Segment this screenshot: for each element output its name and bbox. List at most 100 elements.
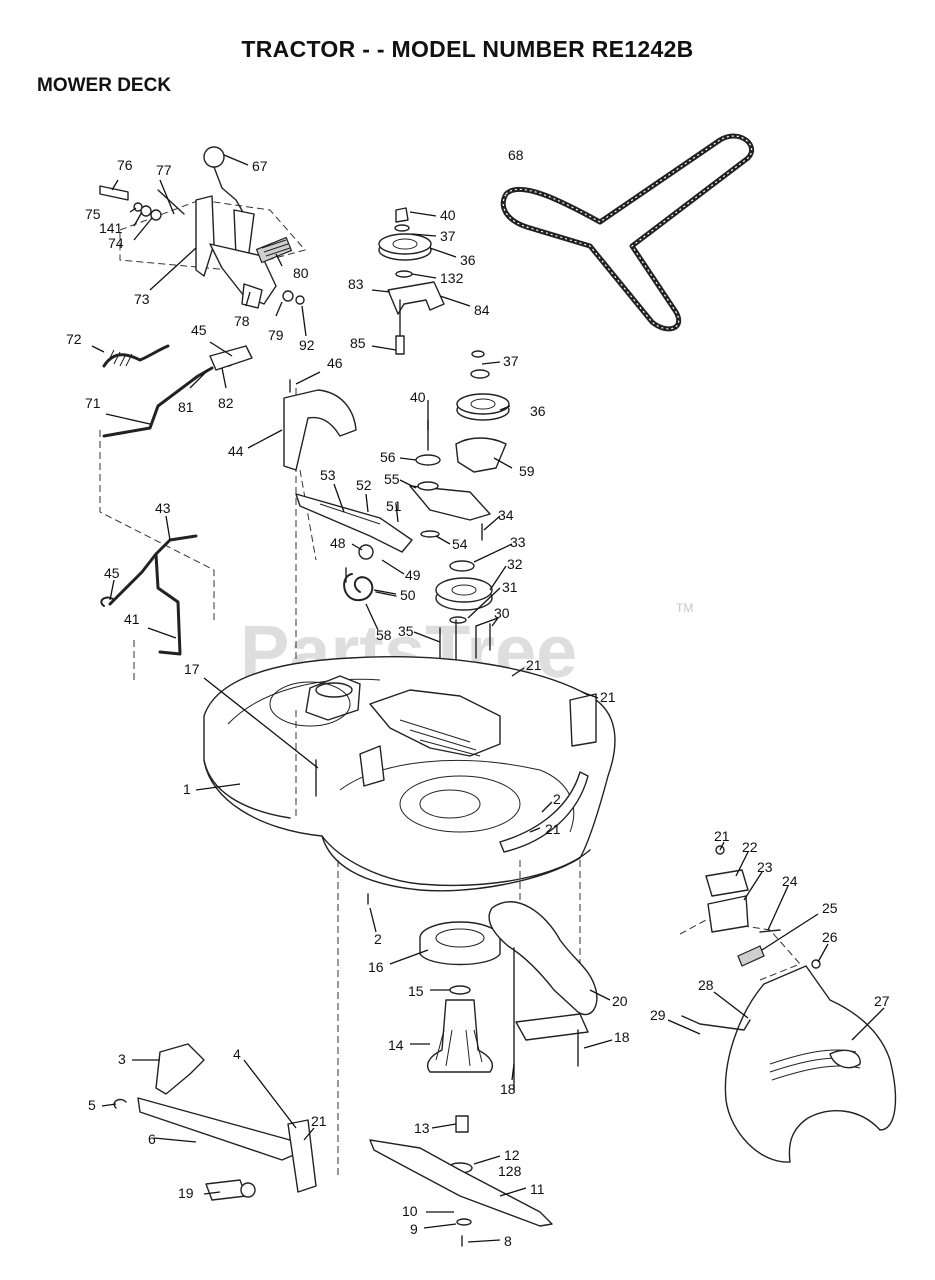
stationary-pulley-stack bbox=[435, 350, 510, 691]
callout-73: 73 bbox=[134, 291, 150, 307]
callout-17: 17 bbox=[184, 661, 200, 677]
callout-11: 11 bbox=[530, 1181, 545, 1197]
idler-arm-assembly bbox=[295, 419, 491, 602]
callout-1: 1 bbox=[183, 781, 191, 797]
callout-77: 77 bbox=[156, 162, 172, 178]
callout-21-e: 21 bbox=[311, 1113, 327, 1129]
callout-30: 30 bbox=[494, 605, 510, 621]
front-hitch-assembly bbox=[113, 1043, 317, 1201]
callout-26: 26 bbox=[822, 929, 838, 945]
callout-13: 13 bbox=[414, 1120, 430, 1136]
callout-51: 51 bbox=[386, 498, 402, 514]
under-deck-parts bbox=[337, 860, 598, 1247]
lift-arm-assembly bbox=[99, 344, 317, 704]
callout-15: 15 bbox=[408, 983, 424, 999]
callout-24: 24 bbox=[782, 873, 798, 889]
callout-22: 22 bbox=[742, 839, 758, 855]
callout-85: 85 bbox=[350, 335, 366, 351]
callout-27: 27 bbox=[874, 993, 890, 1009]
belt-cover bbox=[283, 379, 357, 471]
lever-knob bbox=[203, 146, 225, 168]
callout-75: 75 bbox=[85, 206, 101, 222]
callout-labels: 76 77 67 75 141 74 73 78 79 92 80 68 40 … bbox=[66, 147, 890, 1249]
upper-idler-pulley-stack bbox=[378, 207, 445, 355]
callout-78: 78 bbox=[234, 313, 250, 329]
callout-58: 58 bbox=[376, 627, 392, 643]
callout-31: 31 bbox=[502, 579, 518, 595]
callout-53: 53 bbox=[320, 467, 336, 483]
callout-2-a: 2 bbox=[553, 791, 561, 807]
callout-74: 74 bbox=[108, 235, 124, 251]
callout-32: 32 bbox=[507, 556, 523, 572]
callout-10: 10 bbox=[402, 1203, 418, 1219]
callout-21-b: 21 bbox=[600, 689, 616, 705]
callout-82: 82 bbox=[218, 395, 234, 411]
callout-46: 46 bbox=[327, 355, 343, 371]
callout-37-lower: 37 bbox=[503, 353, 519, 369]
callout-2-b: 2 bbox=[374, 931, 382, 947]
callout-45: 45 bbox=[191, 322, 207, 338]
callout-48: 48 bbox=[330, 535, 346, 551]
callout-20: 20 bbox=[612, 993, 628, 1009]
callout-132: 132 bbox=[440, 270, 464, 286]
callout-43: 43 bbox=[155, 500, 171, 516]
callout-6: 6 bbox=[148, 1131, 156, 1147]
callout-54: 54 bbox=[452, 536, 468, 552]
callout-55: 55 bbox=[384, 471, 400, 487]
callout-45-lower: 45 bbox=[104, 565, 120, 581]
callout-68: 68 bbox=[508, 147, 524, 163]
callout-23: 23 bbox=[757, 859, 773, 875]
callout-19: 19 bbox=[178, 1185, 194, 1201]
callout-5: 5 bbox=[88, 1097, 96, 1113]
lever-grip bbox=[255, 236, 293, 264]
callout-83: 83 bbox=[348, 276, 364, 292]
callout-41: 41 bbox=[124, 611, 140, 627]
callout-leaders bbox=[91, 154, 885, 1243]
callout-36: 36 bbox=[460, 252, 476, 268]
callout-52: 52 bbox=[356, 477, 372, 493]
lift-lever-assembly bbox=[99, 146, 306, 309]
callout-50: 50 bbox=[400, 587, 416, 603]
callout-40: 40 bbox=[440, 207, 456, 223]
section-title: MOWER DECK bbox=[37, 75, 172, 96]
callout-81: 81 bbox=[178, 399, 194, 415]
callout-80: 80 bbox=[293, 265, 309, 281]
callout-8: 8 bbox=[504, 1233, 512, 1249]
callout-12: 12 bbox=[504, 1147, 520, 1163]
callout-9: 9 bbox=[410, 1221, 418, 1237]
callout-59: 59 bbox=[519, 463, 535, 479]
callout-33: 33 bbox=[510, 534, 526, 550]
discharge-chute bbox=[679, 845, 897, 1163]
callout-141: 141 bbox=[99, 220, 123, 236]
callout-25: 25 bbox=[822, 900, 838, 916]
callout-34: 34 bbox=[498, 507, 514, 523]
callout-36-lower: 36 bbox=[530, 403, 546, 419]
callout-71: 71 bbox=[85, 395, 101, 411]
page-title: TRACTOR - - MODEL NUMBER RE1242B bbox=[241, 36, 694, 62]
callout-44: 44 bbox=[228, 443, 244, 459]
drive-belt bbox=[500, 133, 755, 332]
callout-49: 49 bbox=[405, 567, 421, 583]
callout-67: 67 bbox=[252, 158, 268, 174]
callout-3: 3 bbox=[118, 1051, 126, 1067]
callout-35: 35 bbox=[398, 623, 414, 639]
callout-21-d: 21 bbox=[714, 828, 730, 844]
callout-40-lower: 40 bbox=[410, 389, 426, 405]
callout-18-b: 18 bbox=[500, 1081, 516, 1097]
watermark-trademark: TM bbox=[676, 601, 693, 615]
callout-18-a: 18 bbox=[614, 1029, 630, 1045]
callout-76: 76 bbox=[117, 157, 133, 173]
callout-4: 4 bbox=[233, 1046, 241, 1062]
callout-79: 79 bbox=[268, 327, 284, 343]
callout-14: 14 bbox=[388, 1037, 404, 1053]
callout-16: 16 bbox=[368, 959, 384, 975]
callout-84: 84 bbox=[474, 302, 490, 318]
callout-21-c: 21 bbox=[545, 821, 561, 837]
callout-56: 56 bbox=[380, 449, 396, 465]
callout-72: 72 bbox=[66, 331, 82, 347]
callout-128: 128 bbox=[498, 1163, 522, 1179]
callout-21-a: 21 bbox=[526, 657, 542, 673]
mower-deck-housing bbox=[203, 656, 616, 892]
